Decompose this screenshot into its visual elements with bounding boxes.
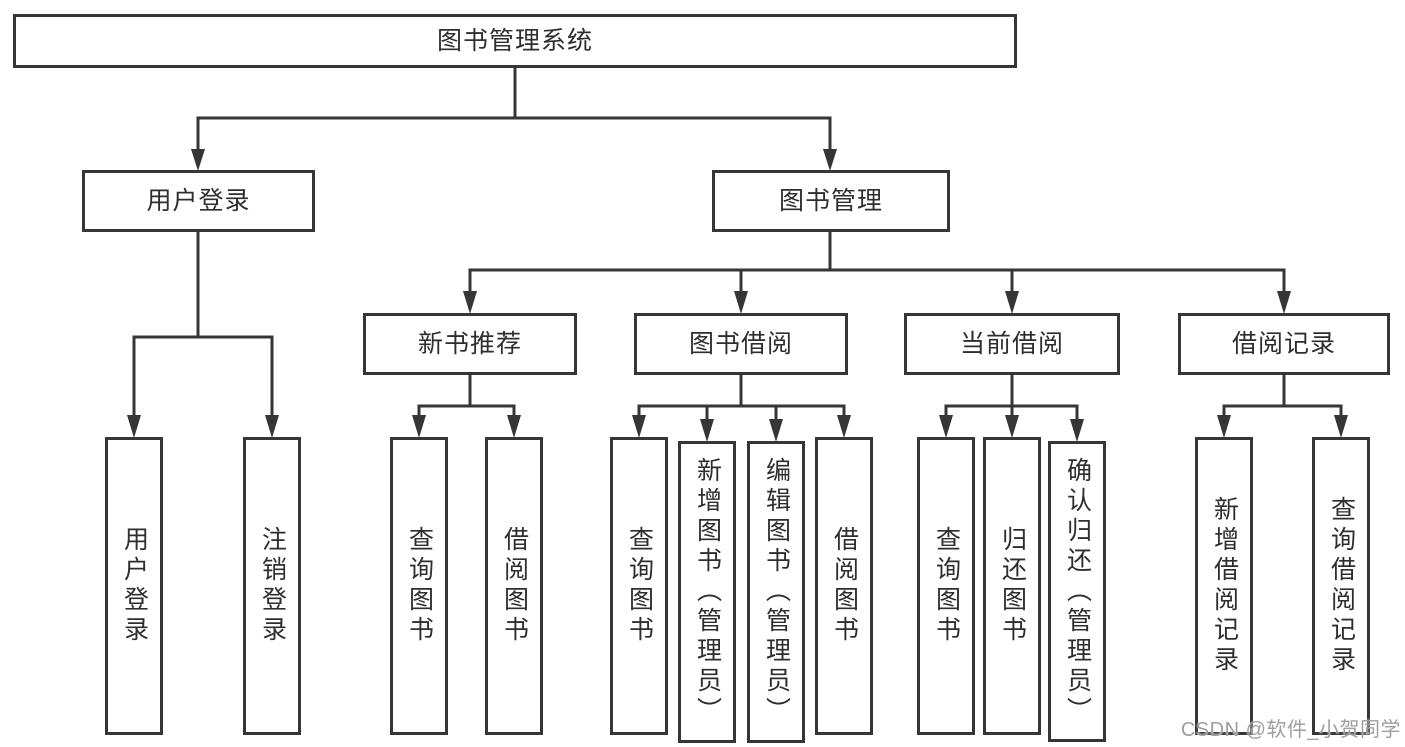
node-label: 编辑图书（管理员） (762, 457, 791, 727)
node-borrow-records: 借阅记录 (1178, 313, 1390, 375)
node-query-books-borrow: 查询图书 (610, 437, 668, 735)
node-return-books: 归还图书 (983, 437, 1041, 735)
node-label: 当前借阅 (959, 329, 1064, 358)
node-label: 图书管理系统 (436, 26, 593, 55)
node-label: 用户登录 (146, 186, 251, 215)
node-query-books-current: 查询图书 (917, 437, 975, 735)
node-add-books-admin: 新增图书（管理员） (678, 441, 736, 743)
node-edit-books-admin: 编辑图书（管理员） (747, 441, 805, 743)
node-user-login-leaf: 用户登录 (105, 437, 163, 735)
node-label: 确认归还（管理员） (1063, 456, 1092, 727)
node-query-books-recommend: 查询图书 (390, 437, 448, 735)
node-label: 归还图书 (998, 526, 1027, 646)
node-label: 查询图书 (932, 526, 961, 646)
node-library-management-system: 图书管理系统 (13, 14, 1017, 68)
node-add-borrow-record: 新增借阅记录 (1195, 437, 1253, 735)
node-logout: 注销登录 (243, 437, 301, 735)
node-book-borrow: 图书借阅 (634, 313, 848, 375)
node-borrow-books: 借阅图书 (815, 437, 873, 735)
node-label: 查询借阅记录 (1327, 496, 1356, 676)
node-label: 注销登录 (258, 526, 287, 646)
node-label: 新增图书（管理员） (693, 457, 722, 727)
node-label: 借阅图书 (830, 526, 859, 646)
node-label: 借阅图书 (500, 526, 529, 646)
node-query-borrow-record: 查询借阅记录 (1312, 437, 1370, 735)
node-new-book-recommend: 新书推荐 (363, 313, 577, 375)
node-book-management: 图书管理 (712, 170, 950, 232)
node-label: 借阅记录 (1231, 329, 1336, 358)
node-label: 新书推荐 (417, 329, 522, 358)
node-label: 查询图书 (625, 526, 654, 646)
node-borrow-books-recommend: 借阅图书 (485, 437, 543, 735)
node-label: 用户登录 (120, 526, 149, 646)
node-confirm-return-admin: 确认归还（管理员） (1048, 441, 1106, 742)
node-current-borrow: 当前借阅 (904, 313, 1120, 375)
node-user-login: 用户登录 (82, 170, 315, 232)
node-label: 图书管理 (778, 186, 883, 215)
node-label: 新增借阅记录 (1210, 496, 1239, 676)
node-label: 查询图书 (405, 526, 434, 646)
node-label: 图书借阅 (688, 329, 793, 358)
csdn-watermark: CSDN @软件_小贺同学 (1180, 719, 1401, 741)
